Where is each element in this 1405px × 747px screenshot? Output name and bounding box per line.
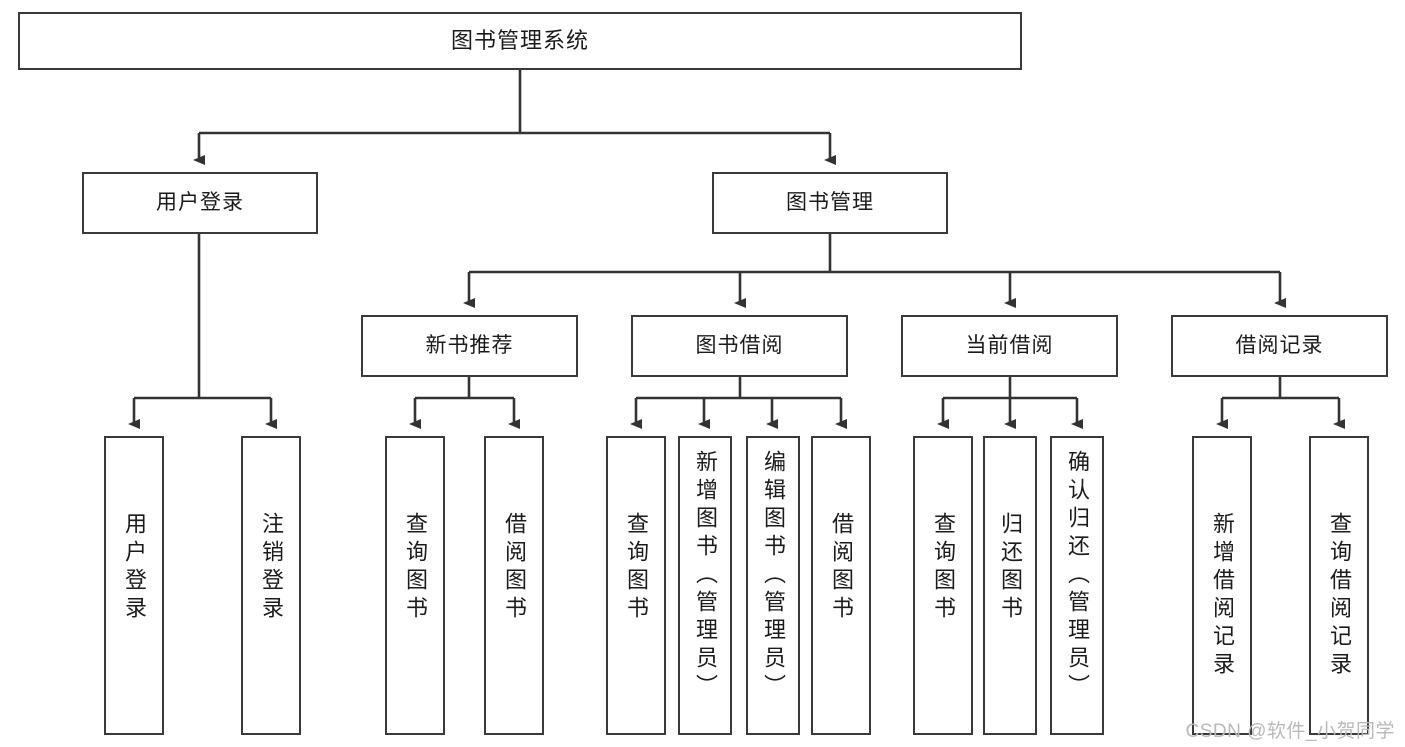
node-label: 查询图书	[931, 512, 956, 624]
node-label: 归还图书	[998, 512, 1023, 624]
leaf-user-login-login[interactable]: 用户登录	[104, 436, 164, 735]
node-book-borrow[interactable]: 图书借阅	[631, 315, 848, 377]
node-book-management-system[interactable]: 图书管理系统	[18, 12, 1022, 70]
leaf-new-book-borrow-book[interactable]: 借阅图书	[484, 436, 544, 735]
leaf-book-borrow-borrow-book[interactable]: 借阅图书	[811, 436, 871, 735]
leaf-current-borrow-query-book[interactable]: 查询图书	[913, 436, 973, 735]
node-label: 图书管理	[786, 190, 874, 214]
leaf-borrow-record-query-record[interactable]: 查询借阅记录	[1309, 436, 1369, 735]
leaf-book-borrow-add-book-admin[interactable]: 新增图书（管理员）	[678, 436, 732, 735]
node-label: 确认归还（管理员）	[1065, 450, 1090, 702]
node-label: 查询图书	[624, 512, 649, 624]
node-label: 图书管理系统	[450, 28, 589, 54]
node-label: 新增图书（管理员）	[693, 450, 718, 702]
node-label: 编辑图书（管理员）	[761, 450, 786, 702]
node-label: 用户登录	[156, 190, 244, 214]
leaf-book-borrow-edit-book-admin[interactable]: 编辑图书（管理员）	[746, 436, 800, 735]
leaf-new-book-query-book[interactable]: 查询图书	[385, 436, 445, 735]
leaf-user-login-logout[interactable]: 注销登录	[241, 436, 301, 735]
node-new-book-recommend[interactable]: 新书推荐	[361, 315, 578, 377]
leaf-current-borrow-confirm-return-admin[interactable]: 确认归还（管理员）	[1050, 436, 1104, 735]
node-label: 注销登录	[259, 512, 284, 624]
node-borrow-record[interactable]: 借阅记录	[1171, 315, 1388, 377]
watermark: CSDN @软件_小贺同学	[1185, 721, 1395, 742]
node-label: 借阅记录	[1235, 333, 1324, 357]
node-label: 借阅图书	[502, 512, 527, 624]
leaf-borrow-record-add-record[interactable]: 新增借阅记录	[1192, 436, 1252, 735]
node-label: 新增借阅记录	[1210, 512, 1235, 680]
node-label: 借阅图书	[829, 512, 854, 624]
node-label: 用户登录	[122, 512, 147, 624]
node-label: 新书推荐	[425, 333, 514, 357]
node-current-borrow[interactable]: 当前借阅	[901, 315, 1118, 377]
node-label: 图书借阅	[695, 333, 784, 357]
node-label: 查询借阅记录	[1327, 512, 1352, 680]
node-label: 查询图书	[403, 512, 428, 624]
node-label: 当前借阅	[965, 333, 1054, 357]
node-user-login[interactable]: 用户登录	[82, 172, 318, 234]
leaf-book-borrow-query-book[interactable]: 查询图书	[606, 436, 666, 735]
leaf-current-borrow-return-book[interactable]: 归还图书	[983, 436, 1037, 735]
node-book-management[interactable]: 图书管理	[712, 172, 948, 234]
